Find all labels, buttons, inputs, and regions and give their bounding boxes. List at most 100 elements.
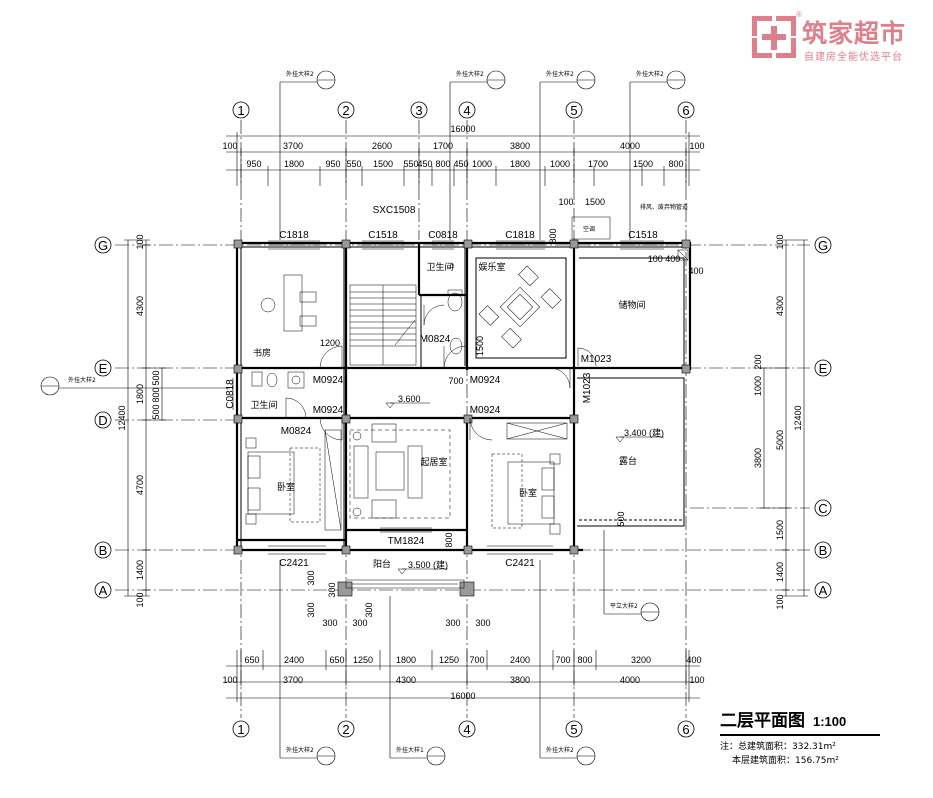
top-dim-3-14: 800 <box>668 159 683 169</box>
axis-row-a-right: A <box>819 583 828 598</box>
dim-balcony-1500: 1500 <box>585 197 605 207</box>
top-dim-3-7: 800 <box>435 159 450 169</box>
dim-300-h: 300 <box>475 618 490 628</box>
axis-row-g-right: G <box>818 238 828 253</box>
door-m0924-b: M0924 <box>313 405 344 416</box>
room-bedroom-a: 卧室 <box>277 481 295 493</box>
drawing-title: 二层平面图 <box>720 711 805 731</box>
axis-col-5: 5 <box>570 103 577 118</box>
top-dim-2-0: 100 <box>222 141 237 151</box>
window-c0818-left: C0818 <box>225 379 236 409</box>
dim-400: 400 <box>688 266 703 276</box>
note-total-value: 332.31m² <box>792 742 836 752</box>
top-dim-3-12: 1700 <box>588 159 608 169</box>
dim-100-400: 100 400 <box>648 254 681 264</box>
brand-name: 筑家超市 <box>802 19 907 48</box>
left-inner-2: 500 <box>151 404 161 419</box>
window-c1818-b: C1818 <box>505 230 535 241</box>
dim-1200: 1200 <box>320 338 340 348</box>
callout-label-b2: 外挂大样1 <box>396 746 424 754</box>
left-dim-outer: 12400 <box>117 405 127 430</box>
dim-300-f: 300 <box>364 602 374 617</box>
title-underline <box>720 734 880 736</box>
callout-bubbles <box>40 70 686 766</box>
top-dim-3-4: 1500 <box>373 159 393 169</box>
note-total-label: 注：总建筑面积： <box>720 742 793 752</box>
room-toilet-a: 卫生间 <box>250 399 277 411</box>
bottom-dim-2-3: 3800 <box>510 675 530 685</box>
stair <box>349 284 417 366</box>
top-dim-2-4: 3800 <box>510 141 530 151</box>
door-m0924-d: M0924 <box>470 405 501 416</box>
walls <box>235 241 692 552</box>
axis-row-b-right: B <box>819 543 828 558</box>
bottom-dim-2-0: 100 <box>222 675 237 685</box>
bottom-dim-2-1: 3700 <box>283 675 303 685</box>
top-dim-3-0: 950 <box>246 159 261 169</box>
area-notes: 注：总建筑面积：332.31m² 本层建筑面积：156.75m² <box>720 740 839 768</box>
axis-bubbles <box>94 101 832 738</box>
brand-logo: ® 筑家超市 自建房全能优选平台 <box>752 10 932 64</box>
axis-row-d: D <box>98 413 107 428</box>
window-c1518-b: C1518 <box>628 230 658 241</box>
right-dim-8: 100 <box>775 594 785 609</box>
windows <box>232 240 664 555</box>
right-dim-1: 4300 <box>775 296 785 316</box>
left-dim-2: 1800 <box>135 384 145 404</box>
ac-pad-label: 空调 <box>583 225 595 233</box>
bottom-dim-1-4: 1800 <box>396 655 416 665</box>
callout-label-left: 外挂大样2 <box>68 376 96 384</box>
bottom-dim-2-4: 4000 <box>620 675 640 685</box>
callout-label-b1: 外挂大样2 <box>286 746 314 754</box>
dim-300-c: 300 <box>306 602 316 617</box>
axis-row-b: B <box>99 543 108 558</box>
bottom-dim-1-0: 650 <box>244 655 259 665</box>
right-dim-3: 1000 <box>753 376 763 396</box>
right-dim-4: 5000 <box>775 430 785 450</box>
bottom-dim-1-3: 1250 <box>353 655 373 665</box>
top-dim-2-1: 3700 <box>283 141 303 151</box>
right-dim-2: 200 <box>753 354 763 369</box>
dim-300-d: 300 <box>322 618 337 628</box>
window-c0818-a: C0818 <box>428 230 458 241</box>
furniture <box>245 216 689 589</box>
axis-col-6: 6 <box>682 103 689 118</box>
bottom-dim-1-6: 700 <box>469 655 484 665</box>
doors <box>285 304 597 441</box>
note-floor-label: 本层建筑面积： <box>732 756 796 766</box>
window-c1818-a: C1818 <box>279 230 309 241</box>
top-dim-3-3: 550 <box>346 159 361 169</box>
left-inner-1: 800 <box>151 387 161 402</box>
top-dim-2-2: 2600 <box>372 141 392 151</box>
dim-balcony-100: 100 <box>558 197 573 207</box>
axis-row-e: E <box>99 361 108 376</box>
dim-700: 700 <box>448 376 463 386</box>
left-dim-0: 100 <box>135 234 145 249</box>
column-posts <box>233 239 691 597</box>
brand-mark-icon <box>752 16 796 58</box>
level-terrace: 3.400 (建) <box>624 427 664 438</box>
note-floor-value: 156.75m² <box>795 756 839 766</box>
door-m0924-c: M0924 <box>470 375 501 386</box>
axis-row-a: A <box>99 583 108 598</box>
bottom-dim-1-7: 2400 <box>510 655 530 665</box>
callout-label-2: 外挂大样2 <box>456 70 484 78</box>
axis-col-3: 3 <box>415 103 422 118</box>
axis-col-1-bottom: 1 <box>237 722 244 737</box>
detail-callouts: 排风、废弃物管道 空调 外挂大样2 外挂大样2 外挂大样2 外挂大样2 外挂大样… <box>68 70 688 754</box>
bottom-dim-1-9: 800 <box>577 655 592 665</box>
callout-label-4: 外挂大样2 <box>636 70 664 78</box>
room-study: 书房 <box>253 347 271 359</box>
left-dim-1: 4300 <box>135 296 145 316</box>
bottom-dim-1-2: 650 <box>329 655 344 665</box>
room-recreation: 娱乐室 <box>478 261 505 273</box>
bottom-dim-total: 16000 <box>450 691 475 701</box>
bottom-dim-1-10: 3200 <box>631 655 651 665</box>
bottom-dim-1-5: 1250 <box>439 655 459 665</box>
axis-col-2: 2 <box>342 103 349 118</box>
right-dim-outer: 12400 <box>793 405 803 430</box>
bottom-dim-2-5: 100 <box>689 675 704 685</box>
bottom-dim-1-11: 400 <box>686 655 701 665</box>
